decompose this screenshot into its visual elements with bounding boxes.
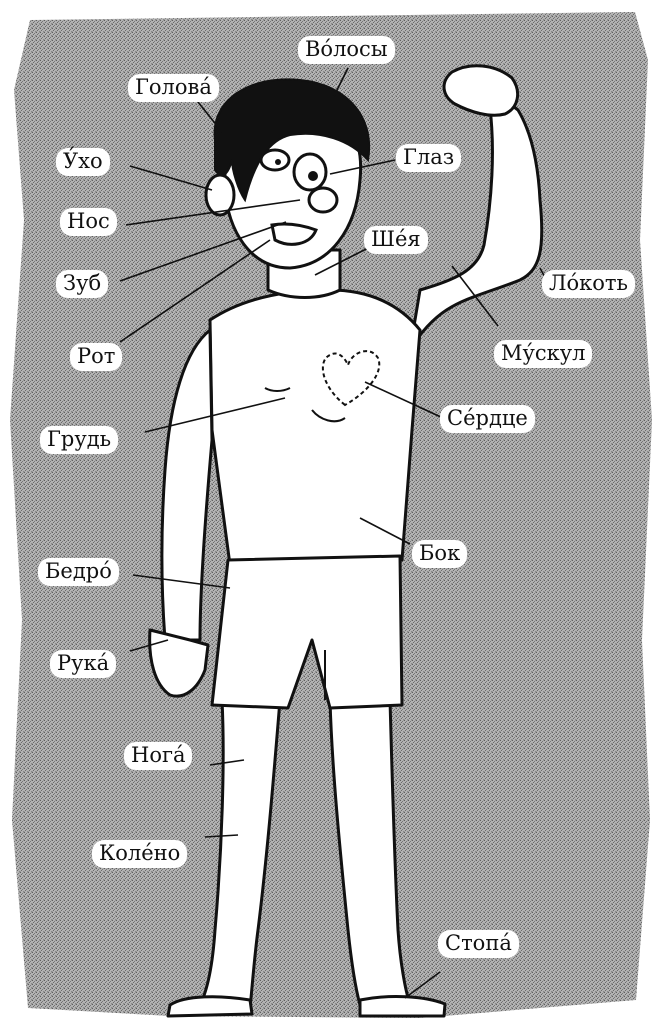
label-sheya: Ше́я (364, 226, 428, 254)
label-stopa: Стопа́ (438, 930, 519, 958)
label-nos: Нос (60, 208, 117, 236)
label-lokot: Ло́коть (542, 270, 635, 298)
eye-left (261, 150, 289, 170)
left-foot (168, 997, 252, 1016)
label-bedro: Бедро́ (38, 558, 119, 586)
label-muskul: Му́скул (494, 340, 592, 368)
ear (206, 175, 234, 215)
label-rot: Рот (70, 343, 122, 371)
label-zub: Зуб (56, 270, 108, 298)
label-bok: Бок (412, 540, 467, 568)
label-golova: Голова́ (128, 74, 219, 102)
label-volosy: Во́лосы (298, 36, 395, 64)
label-ruka: Рука́ (50, 650, 116, 678)
label-serdtse: Се́рдце (440, 405, 535, 433)
label-grud: Грудь (40, 426, 118, 454)
right-foot (360, 997, 445, 1016)
label-noga: Нога́ (124, 742, 192, 770)
label-glaz: Глаз (396, 144, 461, 172)
label-koleno: Коле́но (92, 840, 187, 868)
label-ukho: У́хо (56, 148, 110, 176)
nose (309, 188, 337, 212)
torso (210, 290, 420, 565)
